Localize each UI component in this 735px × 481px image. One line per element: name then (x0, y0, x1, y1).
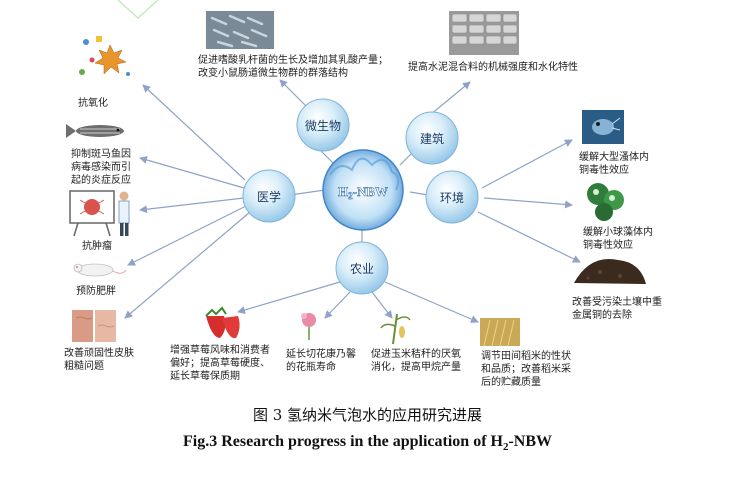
label-rice: 调节田间稻米的性状 和品质；改善稻米采 后的贮藏质量 (481, 351, 571, 388)
label-cement: 提高水泥混合料的机械强度和水化特性 (408, 62, 578, 73)
label-chlorella: 缓解小球藻体内 铜毒性效应 (583, 227, 653, 251)
arrow-center-medicine (289, 189, 326, 196)
label-obesity: 预防肥胖 (76, 286, 116, 297)
category-medicine: 医学 (257, 189, 281, 204)
label-lactobacillus: 促进嗜酸乳杆菌的生长及增加其乳酸产量； 改变小鼠肠道微生物群的群落结构 (198, 55, 388, 79)
category-env: 环境 (440, 190, 464, 205)
arrow-corn (371, 291, 393, 319)
arrow-rice (384, 281, 479, 323)
label-antioxidant: 抗氧化 (78, 98, 108, 109)
carnation-image (301, 313, 316, 340)
category-micro: 微生物 (305, 119, 341, 133)
lactobacillus-image (206, 11, 274, 49)
arrow-center-env (409, 191, 429, 196)
label-daphnia: 缓解大型溞体内 铜毒性效应 (579, 152, 649, 176)
label-carnation: 延长切花康乃馨 的花瓶寿命 (286, 349, 356, 373)
arrow-obesity (127, 205, 247, 266)
strawberry-image (205, 306, 240, 339)
zebrafish-image (66, 124, 124, 138)
bubble-env (425, 170, 479, 224)
bubble-agri (335, 241, 389, 295)
label-zebrafish: 抑制斑马鱼因 病毒感染而引 起的炎症反应 (71, 149, 131, 186)
arrow-zebrafish (139, 156, 245, 189)
arrow-skin (124, 211, 251, 319)
corn-image (380, 313, 411, 345)
decor-chevron (117, 0, 159, 20)
arrow-daphnia (481, 139, 573, 189)
bubble-medicine (242, 169, 296, 223)
rice-image (480, 318, 520, 347)
label-skin: 改善顽固性皮肤 粗糙问题 (64, 348, 134, 372)
center-label: H2-NBW (338, 184, 388, 201)
soil-image (574, 258, 646, 284)
label-strawberry: 增强草莓风味和消费者 偏好；提高草莓硬度、 延长草莓保质期 (170, 345, 270, 382)
arrow-lactobacillus (279, 79, 311, 111)
chlorella-image (587, 183, 624, 221)
center-node: H2-NBW (322, 149, 404, 231)
thumbnails (66, 11, 646, 347)
skin-image (72, 310, 116, 342)
antioxidant-image (79, 36, 130, 76)
center-bubble (322, 149, 404, 231)
arrow-antioxidant (142, 84, 246, 181)
arrow-strawberry (237, 281, 341, 314)
arrow-soil (477, 211, 581, 263)
antitumor-image (69, 190, 130, 237)
arrow-chlorella (483, 197, 573, 209)
bubble-arch (405, 111, 459, 165)
label-corn: 促进玉米秸秆的厌氧 消化，提高甲烷产量 (371, 349, 461, 373)
daphnia-image (582, 110, 624, 144)
water-splash-icon (329, 157, 400, 191)
arrow-carnation (324, 291, 351, 319)
caption-english: Fig.3 Research progress in the applicati… (182, 433, 553, 454)
category-bubbles: 微生物 建筑 医学 环境 农业 (242, 98, 479, 295)
mouse-image (73, 263, 127, 277)
label-antitumor: 抗肿瘤 (82, 241, 112, 252)
caption-chinese: 图 3 氢纳米气泡水的应用研究进展 (252, 406, 483, 424)
category-agri: 农业 (350, 262, 374, 276)
label-soil: 改善受污染土壤中重 金属铜的去除 (572, 297, 662, 321)
arrow-cement (429, 81, 471, 116)
arrow-antitumor (139, 197, 245, 214)
cement-image (449, 11, 519, 55)
bubble-micro (296, 98, 350, 152)
category-arch: 建筑 (420, 131, 444, 146)
